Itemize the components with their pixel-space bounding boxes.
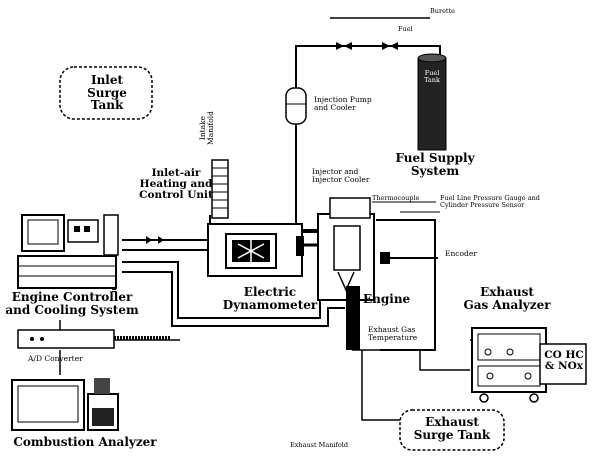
- inlet-surge-tank-label: Inlet Surge Tank: [87, 73, 127, 113]
- pressure-gauge-label: Fuel Line Pressure Gauge and Cylinder Pr…: [440, 194, 540, 209]
- exhaust-manifold-label: Exhaust Manifold: [290, 441, 349, 449]
- fuel-label: Fuel: [398, 25, 413, 33]
- dynamometer-shape: [207, 223, 304, 277]
- ad-converter-shape: [17, 329, 115, 349]
- combustion-analyzer-shape: [11, 378, 119, 431]
- injection-pump-shape: [285, 87, 307, 125]
- exhaust-gas-analyzer-shape: [471, 327, 587, 403]
- exhaust-gas-analyzer-label: Exhaust Gas Analyzer: [463, 285, 551, 312]
- fuel-tank-top: [417, 53, 447, 63]
- thermocouple-label: Thermocouple: [372, 194, 420, 202]
- gas-species-label: CO HC & NOx: [544, 349, 584, 373]
- encoder-label: Encoder: [445, 249, 477, 258]
- exhaust-surge-tank-label: Exhaust Surge Tank: [413, 415, 491, 442]
- combustion-analyzer-label: Combustion Analyzer: [13, 435, 157, 449]
- injector-cooler-label: Injector and Injector Cooler: [312, 167, 370, 184]
- inlet-surge-tank-shape: [59, 66, 153, 120]
- fuel-line-valves: [146, 42, 398, 244]
- engine-controller-label: Engine Controller and Cooling System: [5, 290, 139, 317]
- ad-converter-label: A/D Converter: [28, 354, 83, 363]
- intake-manifold-ribs: [212, 167, 228, 209]
- burette-label: Burette: [430, 7, 455, 15]
- intake-manifold-label: Intake Manifold: [198, 111, 215, 145]
- fuel-tank-label: Fuel Tank: [424, 69, 440, 84]
- intake-manifold-shape: [211, 159, 229, 219]
- fuel-supply-system-label: Fuel Supply System: [395, 151, 475, 178]
- engine-controller-shape: [17, 214, 119, 289]
- engine-label: Engine: [363, 292, 411, 306]
- exhaust-gas-temperature-label: Exhaust Gas Temperature: [368, 325, 418, 342]
- engine-shape: [317, 197, 390, 350]
- inlet-air-unit-label: Inlet-air Heating and Control Unit: [139, 167, 213, 202]
- dynamometer-label: Electric Dynamometer: [222, 285, 318, 312]
- exhaust-surge-tank-shape: [399, 409, 505, 451]
- fuel-tank-shape: [417, 57, 447, 151]
- injection-pump-label: Injection Pump and Cooler: [314, 95, 372, 112]
